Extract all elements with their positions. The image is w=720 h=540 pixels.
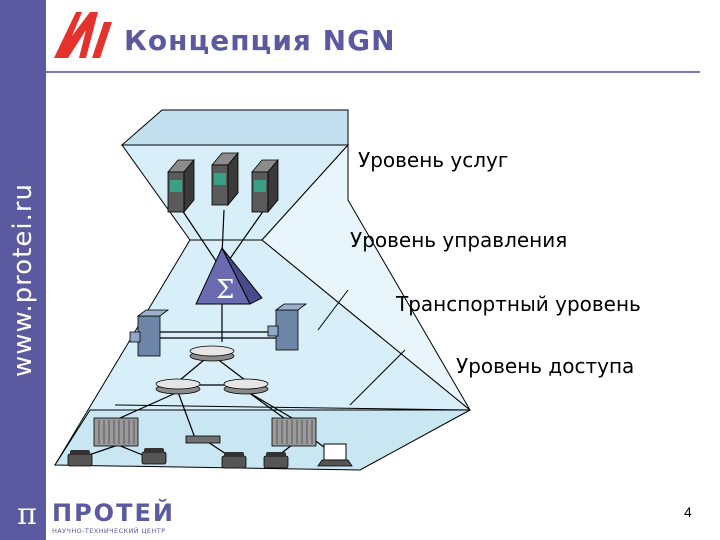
access-rack-icon xyxy=(271,417,317,447)
router-icon xyxy=(189,345,235,362)
access-rack-icon xyxy=(93,417,139,447)
page-title: Концепция NGN xyxy=(124,24,396,57)
router-icon xyxy=(155,378,201,395)
level-label-access: Уровень доступа xyxy=(456,354,635,378)
brand-name: ПРОТЕЙ xyxy=(52,499,175,527)
gateway-icon xyxy=(129,309,170,357)
protei-logo xyxy=(54,12,112,58)
gateway-icon xyxy=(267,303,308,351)
phone-icon xyxy=(67,450,93,467)
sigma-prism-icon: Σ xyxy=(195,246,263,305)
phone-icon xyxy=(263,452,289,469)
sidebar: www.protei.ru xyxy=(0,0,46,540)
level-label-services: Уровень услуг xyxy=(358,148,509,172)
svg-text:Σ: Σ xyxy=(216,275,234,305)
modem-icon xyxy=(185,435,221,444)
phone-icon xyxy=(141,448,167,465)
router-icon xyxy=(223,378,269,395)
brand-subtitle: НАУЧНО-ТЕХНИЧЕСКИЙ ЦЕНТР xyxy=(52,527,166,535)
phone-icon xyxy=(221,452,247,469)
services-level-band xyxy=(120,109,349,146)
title-divider xyxy=(46,71,700,73)
level-label-control: Уровень управления xyxy=(350,228,568,252)
laptop-icon xyxy=(317,443,353,467)
pyramid-front-face xyxy=(261,143,471,411)
pi-logo-icon: π xyxy=(10,498,44,532)
server-icon xyxy=(167,158,195,214)
page-number: 4 xyxy=(684,504,692,520)
server-icon xyxy=(251,158,279,214)
server-icon xyxy=(211,151,239,207)
level-label-transport: Транспортный уровень xyxy=(396,292,641,316)
